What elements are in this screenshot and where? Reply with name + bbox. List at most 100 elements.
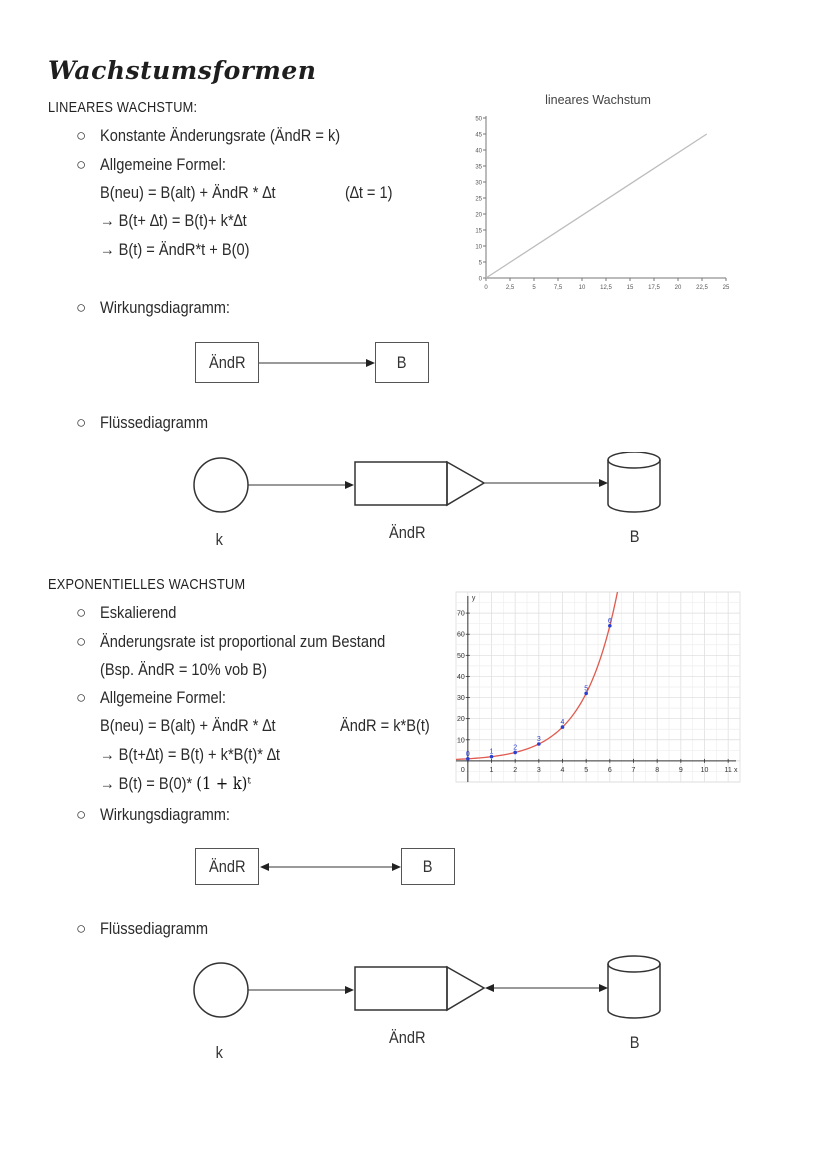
linear-wirkung-label: Wirkungsdiagramm: [100, 298, 230, 317]
x-tick-label: 10 [701, 767, 709, 774]
x-tick-label: 7,5 [554, 285, 563, 291]
exp-fluss-label: Flüssediagramm [100, 919, 209, 938]
bullet-icon: ○ [76, 805, 87, 824]
b-box: B [401, 848, 455, 885]
y-tick-label: 30 [475, 181, 482, 187]
y-tick-label: 25 [475, 197, 482, 203]
linear-heading: LINEARES WACHSTUM: [48, 99, 198, 116]
b-stock-cylinder [607, 460, 661, 513]
exp-fluss-diagram [193, 955, 661, 1019]
linear-fluss-label: Flüssediagramm [100, 413, 209, 432]
exp-heading: EXPONENTIELLES WACHSTUM [48, 576, 246, 593]
x-tick-label: 11 [725, 767, 732, 774]
x-tick-label: 5 [584, 767, 588, 774]
y-tick-label: 20 [475, 213, 482, 219]
fluss-andr-label: ÄndR [388, 523, 426, 542]
exp-escalating: Eskalierend [100, 603, 177, 622]
y-tick-label: 30 [457, 695, 465, 702]
x-tick-label: 7 [632, 767, 636, 774]
bullet-icon: ○ [76, 919, 87, 938]
x-tick-label: 22,5 [696, 285, 708, 291]
linear-formula-3: → B(t) = ÄndR*t + B(0) [100, 240, 250, 259]
data-point [513, 750, 517, 755]
series-line [485, 133, 708, 279]
wirkung-arrow [259, 359, 375, 367]
y-axis-label: y [472, 595, 476, 602]
page-title: Wachstumsformen [48, 56, 317, 85]
exp-proportional: Änderungsrate ist proportional zum Besta… [100, 632, 386, 651]
data-point-label: 0 [466, 751, 470, 758]
data-point [608, 623, 612, 628]
fluss-k-label: k [215, 1043, 223, 1062]
exp-wirkung-label: Wirkungsdiagramm: [100, 805, 230, 824]
exp-formula-label: Allgemeine Formel: [100, 688, 226, 707]
linear-rate-text: Konstante Änderungsrate (ÄndR = k) [100, 126, 341, 145]
andr-valve-triangle [446, 460, 486, 507]
chart-title: lineares Wachstum [545, 93, 651, 107]
andr-valve-triangle [446, 965, 486, 1012]
x-tick-label: 9 [679, 767, 683, 774]
x-tick-label: 0 [461, 767, 465, 774]
x-tick-label: 1 [490, 767, 494, 774]
b-box-label: B [423, 856, 433, 876]
andr-box-label: ÄndR [208, 352, 246, 372]
x-tick-label: 2,5 [506, 285, 515, 291]
y-tick-label: 35 [475, 165, 482, 171]
linear-formula-1: B(neu) = B(alt) + ÄndR * ∆t [100, 183, 276, 202]
linear-formula-2: → B(t+ ∆t) = B(t)+ k*∆t [100, 211, 247, 230]
y-tick-label: 40 [457, 674, 465, 681]
andr-valve-rect [354, 461, 448, 506]
andr-box: ÄndR [195, 848, 259, 885]
exp-example: (Bsp. ÄndR = 10% vob B) [100, 660, 268, 679]
b-stock-cylinder [607, 964, 661, 1019]
data-point-label: 2 [513, 744, 517, 751]
data-point-label: 1 [490, 749, 494, 756]
x-tick-label: 12,5 [600, 285, 612, 291]
wirkung-double-arrow [260, 863, 401, 871]
k-source-circle [193, 962, 249, 1018]
x-tick-label: 25 [723, 285, 730, 291]
exp-formula-1: B(neu) = B(alt) + ÄndR * ∆t [100, 716, 276, 735]
data-point-label: 5 [584, 685, 588, 692]
x-tick-label: 15 [627, 285, 634, 291]
x-tick-label: 2 [513, 767, 517, 774]
data-point [584, 691, 588, 696]
data-point [466, 756, 470, 761]
y-tick-label: 10 [475, 245, 482, 251]
y-tick-label: 50 [475, 117, 482, 123]
fluss-k-label: k [215, 530, 223, 549]
data-point [537, 742, 541, 746]
exp-formula-3-prefix: → B(t) = B(0)* [100, 774, 197, 793]
linear-formula-1-side: (∆t = 1) [345, 183, 393, 202]
y-tick-label: 15 [475, 229, 482, 235]
linear-fluss-diagram [193, 452, 661, 513]
x-tick-label: 3 [537, 767, 541, 774]
y-tick-label: 10 [457, 737, 465, 744]
series-line [455, 591, 619, 761]
y-tick-label: 50 [457, 653, 465, 660]
andr-box-label: ÄndR [208, 856, 246, 876]
bullet-icon: ○ [76, 126, 87, 145]
data-point-label: 6 [608, 618, 612, 625]
andr-box: ÄndR [195, 342, 259, 383]
data-point [489, 754, 494, 759]
bullet-icon: ○ [76, 632, 87, 651]
exp-formula-2: → B(t+∆t) = B(t) + k*B(t)* ∆t [100, 745, 280, 764]
fluss-andr-label: ÄndR [388, 1028, 426, 1047]
x-tick-label: 10 [579, 285, 586, 291]
bullet-icon: ○ [76, 298, 87, 317]
data-point-label: 3 [537, 736, 541, 743]
k-source-circle [193, 457, 249, 513]
y-tick-label: 5 [479, 261, 483, 267]
y-tick-label: 40 [475, 149, 482, 155]
x-tick-label: 20 [675, 285, 682, 291]
fluss-b-label: B [629, 1033, 640, 1052]
bullet-icon: ○ [76, 688, 87, 707]
data-point-label: 4 [561, 719, 565, 726]
b-box: B [375, 342, 429, 383]
andr-valve-rect [354, 966, 448, 1011]
y-tick-label: 45 [475, 133, 482, 139]
y-tick-label: 20 [457, 716, 465, 723]
y-tick-label: 0 [479, 277, 483, 283]
